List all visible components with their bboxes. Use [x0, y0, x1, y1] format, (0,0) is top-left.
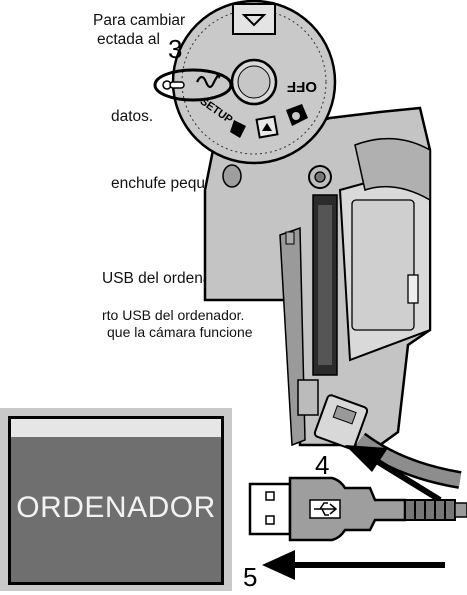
text-line-5: USB del ordenador.: [102, 270, 238, 287]
text-line-2: ectada al: [97, 31, 160, 48]
usb-cable-camera-end: [313, 394, 462, 489]
arrow-5: [262, 550, 445, 580]
step-number-3: 3: [168, 34, 182, 64]
step-number-4: 4: [315, 450, 329, 480]
step-number-5: 5: [243, 562, 257, 592]
arrow-4: [345, 445, 442, 503]
lcd-screen-frame: ORDENADOR: [0, 408, 232, 591]
text-line-6: rto USB del ordenador.: [102, 307, 245, 323]
camera-body: [203, 106, 432, 447]
dial-highlight-oval: [153, 68, 233, 102]
lcd-screen: ORDENADOR: [8, 416, 224, 585]
usb-a-connector: [248, 476, 467, 542]
text-line-3: datos.: [111, 108, 154, 125]
lcd-top-band: [11, 419, 221, 437]
text-line-1: Para cambiar: [93, 12, 186, 29]
text-line-7: que la cámara funcione: [107, 324, 253, 340]
dial-off-label: OFF: [287, 78, 317, 95]
lcd-label: ORDENADOR: [16, 491, 216, 524]
mode-dial: OFF SETUP: [171, 0, 337, 165]
